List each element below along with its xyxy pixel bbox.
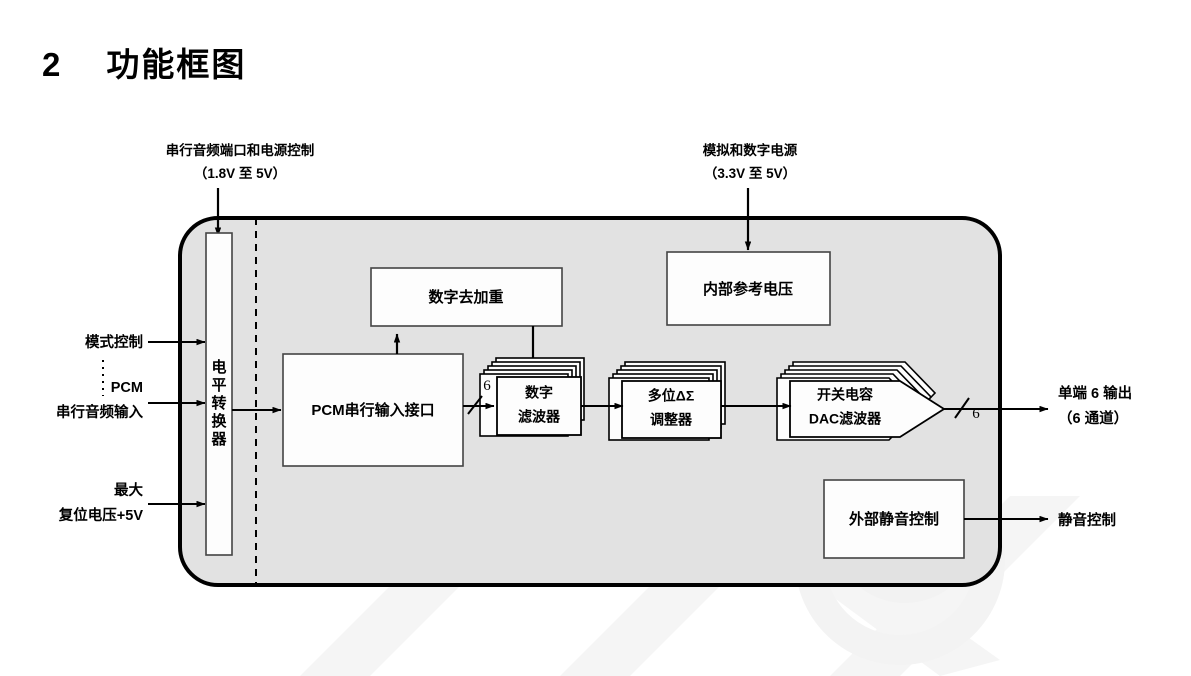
input-mode-control: 模式控制 — [85, 333, 206, 351]
block-external-mute-control: 外部静音控制 — [823, 479, 965, 559]
block-digital-filter-line1: 数字 — [525, 385, 553, 401]
section-number: 2 — [42, 46, 61, 83]
input-reset-voltage: 最大 复位电压+5V — [58, 481, 206, 524]
bus-label-filter-input: 6 — [483, 378, 491, 394]
block-level-shifter-char-4: 器 — [210, 431, 227, 448]
power-supply-label: 模拟和数字电源 （3.3V 至 5V） — [703, 142, 798, 181]
serial-audio-port-label-line2: （1.8V 至 5V） — [194, 166, 286, 181]
section-title: 功能框图 — [106, 46, 247, 83]
page-title: 2 功能框图 — [42, 38, 246, 86]
input-pcm-serial-audio: PCM 串行音频输入 — [56, 380, 206, 421]
block-digital-filter-line2: 滤波器 — [518, 409, 561, 425]
output-mute-control-label: 静音控制 — [1058, 511, 1116, 529]
output-single-ended-line1: 单端 6 输出 — [1058, 384, 1132, 402]
block-internal-reference-voltage-label: 内部参考电压 — [703, 280, 793, 298]
block-pcm-serial-input-interface: PCM串行输入接口 — [282, 353, 464, 467]
output-mute-control: 静音控制 — [1058, 511, 1116, 529]
serial-audio-port-label-line1: 串行音频端口和电源控制 — [166, 142, 315, 158]
block-switched-cap-dac-filter-line1: 开关电容 — [817, 387, 873, 403]
block-level-shifter-char-2: 转 — [211, 394, 226, 412]
input-pcm-serial-audio-line1: PCM — [111, 380, 143, 396]
bus-slash-filter-input — [467, 395, 483, 415]
block-digital-de-emphasis-label: 数字去加重 — [428, 288, 503, 306]
power-supply-label-line1: 模拟和数字电源 — [703, 142, 798, 158]
block-level-shifter-char-1: 平 — [211, 377, 226, 394]
block-internal-reference-voltage: 内部参考电压 — [666, 251, 831, 326]
bus-slash-output — [954, 397, 970, 419]
power-supply-label-line2: （3.3V 至 5V） — [704, 166, 796, 181]
block-digital-filter: 数字 滤波器 — [479, 357, 585, 437]
block-digital-de-emphasis: 数字去加重 — [370, 267, 563, 327]
output-single-ended-line2: （6 通道） — [1058, 409, 1128, 427]
output-single-ended: 单端 6 输出 （6 通道） — [1058, 384, 1132, 427]
serial-audio-port-label: 串行音频端口和电源控制 （1.8V 至 5V） — [166, 142, 315, 181]
block-switched-cap-dac-filter-line2: DAC滤波器 — [809, 411, 882, 427]
block-external-mute-control-label: 外部静音控制 — [848, 510, 939, 528]
block-multibit-modulator: 多位ΔΣ 调整器 — [608, 361, 726, 441]
input-reset-voltage-line2: 复位电压+5V — [58, 506, 144, 524]
input-reset-voltage-line1: 最大 — [114, 481, 143, 499]
bus-label-output: 6 — [972, 406, 980, 422]
block-level-shifter: 电 平 转 换 器 — [205, 232, 233, 556]
block-multibit-modulator-line1: 多位ΔΣ — [648, 388, 694, 404]
block-multibit-modulator-line2: 调整器 — [650, 412, 693, 428]
input-pcm-serial-audio-line2: 串行音频输入 — [56, 403, 143, 421]
block-switched-cap-dac-filter: 开关电容 DAC滤波器 — [776, 361, 946, 441]
block-level-shifter-char-3: 换 — [211, 412, 227, 430]
block-level-shifter-char-0: 电 — [211, 358, 226, 376]
input-mode-control-label: 模式控制 — [85, 333, 143, 351]
block-pcm-serial-input-interface-label: PCM串行输入接口 — [311, 401, 434, 419]
